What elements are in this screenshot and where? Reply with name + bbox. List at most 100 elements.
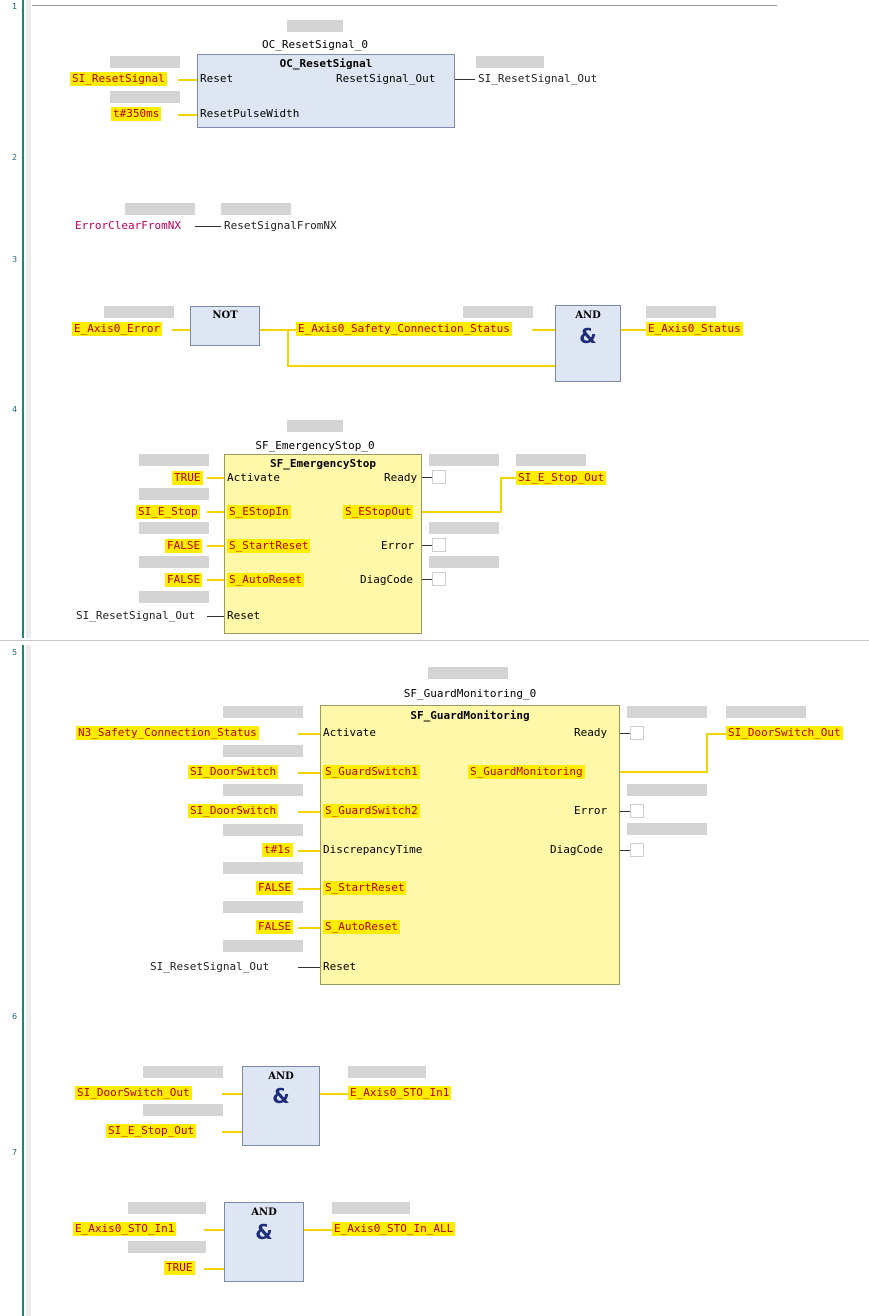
wire bbox=[207, 545, 224, 547]
wire bbox=[222, 1131, 242, 1133]
pin-activate: Activate bbox=[227, 471, 280, 484]
and-block[interactable] bbox=[224, 1202, 304, 1282]
rung-number-7: 7 bbox=[12, 1148, 18, 1157]
input-var-autoreset[interactable]: FALSE bbox=[165, 573, 203, 587]
function-block-oc-resetsignal[interactable] bbox=[197, 54, 455, 128]
wire bbox=[298, 888, 320, 890]
input-var-autoreset[interactable]: FALSE bbox=[256, 920, 294, 934]
input-var-startreset[interactable]: FALSE bbox=[165, 539, 203, 553]
wire bbox=[706, 733, 728, 735]
input-var-reset[interactable]: SI_ResetSignal_Out bbox=[150, 960, 270, 973]
pin-s-startreset: S_StartReset bbox=[323, 881, 407, 895]
var-comment bbox=[627, 784, 707, 796]
function-block-sf-guardmonitoring[interactable] bbox=[320, 705, 620, 985]
fb-instance-name[interactable]: SF_GuardMonitoring_0 bbox=[403, 687, 537, 700]
not-block[interactable] bbox=[190, 306, 260, 346]
and-symbol: & bbox=[579, 324, 597, 348]
input-var-doorswitch-1[interactable]: SI_DoorSwitch bbox=[188, 765, 279, 779]
pin-s-startreset: S_StartReset bbox=[227, 539, 311, 553]
output-var-sto-in1[interactable]: E_Axis0_STO_In1 bbox=[348, 1086, 452, 1100]
wire bbox=[207, 579, 224, 581]
input-var-true[interactable]: TRUE bbox=[164, 1261, 195, 1275]
fb-instance-name[interactable]: SF_EmergencyStop_0 bbox=[255, 439, 375, 452]
var-comment bbox=[223, 824, 303, 836]
input-var-activate[interactable]: TRUE bbox=[172, 471, 203, 485]
and-title: AND bbox=[251, 1207, 277, 1218]
wire bbox=[207, 477, 224, 479]
pin-ready: Ready bbox=[574, 726, 608, 739]
rung-number-5: 5 bbox=[12, 648, 18, 657]
fb-type-name: OC_ResetSignal bbox=[279, 57, 373, 70]
input-var-estop[interactable]: SI_E_Stop bbox=[136, 505, 200, 519]
output-empty-error[interactable] bbox=[630, 804, 644, 818]
input-var-doorswitch-out[interactable]: SI_DoorSwitch_Out bbox=[75, 1086, 192, 1100]
var-comment bbox=[125, 203, 195, 215]
input-var-startreset[interactable]: FALSE bbox=[256, 881, 294, 895]
and-block[interactable] bbox=[242, 1066, 320, 1146]
output-var-doorswitch-out[interactable]: SI_DoorSwitch_Out bbox=[726, 726, 843, 740]
and-symbol: & bbox=[272, 1084, 290, 1108]
input-var-reset[interactable]: SI_ResetSignal bbox=[70, 72, 167, 86]
input-var-pulse-width[interactable]: t#350ms bbox=[111, 107, 162, 121]
var-comment bbox=[332, 1202, 410, 1214]
var-comment bbox=[627, 706, 707, 718]
wire bbox=[304, 1229, 332, 1231]
wire bbox=[422, 477, 432, 478]
wire bbox=[204, 1268, 224, 1270]
var-comment bbox=[223, 745, 303, 757]
output-empty-ready[interactable] bbox=[432, 470, 446, 484]
input-var-discrepancy-time[interactable]: t#1s bbox=[262, 843, 293, 857]
input-var-reset[interactable]: SI_ResetSignal_Out bbox=[76, 609, 196, 622]
output-var-estop-out[interactable]: SI_E_Stop_Out bbox=[516, 471, 607, 485]
not-title: NOT bbox=[212, 310, 238, 321]
wire bbox=[178, 114, 197, 116]
dest-var[interactable]: ResetSignalFromNX bbox=[224, 219, 337, 232]
output-var-resetsignal-out[interactable]: SI_ResetSignal_Out bbox=[478, 72, 598, 85]
output-empty-ready[interactable] bbox=[630, 726, 644, 740]
var-comment bbox=[429, 522, 499, 534]
input-var-sto-in1[interactable]: E_Axis0_STO_In1 bbox=[73, 1222, 177, 1236]
output-empty-diagcode[interactable] bbox=[432, 572, 446, 586]
output-empty-error[interactable] bbox=[432, 538, 446, 552]
wire bbox=[422, 511, 502, 513]
wire bbox=[172, 329, 190, 331]
input-var-estop-out[interactable]: SI_E_Stop_Out bbox=[106, 1124, 197, 1138]
pin-reset: Reset bbox=[200, 72, 234, 85]
var-comment bbox=[627, 823, 707, 835]
left-rail-2 bbox=[26, 645, 31, 1316]
var-comment bbox=[516, 454, 586, 466]
fb-type-name: SF_GuardMonitoring bbox=[410, 709, 530, 722]
input-var-safety-connection[interactable]: E_Axis0_Safety_Connection_Status bbox=[296, 322, 512, 336]
and-symbol: & bbox=[255, 1220, 273, 1244]
and-title: AND bbox=[575, 310, 601, 321]
var-comment bbox=[139, 556, 209, 568]
left-rail-1 bbox=[26, 0, 31, 638]
pin-s-guardswitch1: S_GuardSwitch1 bbox=[323, 765, 420, 779]
var-comment bbox=[110, 91, 180, 103]
pin-resetsignal-out: ResetSignal_Out bbox=[336, 72, 436, 85]
output-var-sto-in-all[interactable]: E_Axis0_STO_In_ALL bbox=[332, 1222, 456, 1236]
and-block[interactable] bbox=[555, 305, 621, 382]
wire bbox=[298, 733, 320, 735]
wire bbox=[706, 733, 708, 773]
wire bbox=[320, 1093, 348, 1095]
input-var-axis-error[interactable]: E_Axis0_Error bbox=[72, 322, 163, 336]
output-empty-diagcode[interactable] bbox=[630, 843, 644, 857]
wire bbox=[620, 850, 630, 851]
rung-number-2: 2 bbox=[12, 153, 18, 162]
pin-s-guardswitch2: S_GuardSwitch2 bbox=[323, 804, 420, 818]
input-var-n3-safety-connection[interactable]: N3_Safety_Connection_Status bbox=[76, 726, 259, 740]
input-var-doorswitch-2[interactable]: SI_DoorSwitch bbox=[188, 804, 279, 818]
pin-diagcode: DiagCode bbox=[550, 843, 603, 856]
power-rail-1 bbox=[22, 0, 24, 638]
wire bbox=[178, 79, 197, 81]
var-comment bbox=[223, 862, 303, 874]
var-comment bbox=[143, 1104, 223, 1116]
wire bbox=[298, 772, 320, 774]
pin-diagcode: DiagCode bbox=[360, 573, 413, 586]
output-var-axis-status[interactable]: E_Axis0_Status bbox=[646, 322, 743, 336]
pin-discrepancy-time: DiscrepancyTime bbox=[323, 843, 423, 856]
var-comment bbox=[223, 706, 303, 718]
source-var[interactable]: ErrorClearFromNX bbox=[75, 219, 181, 232]
fb-instance-name[interactable]: OC_ResetSignal_0 bbox=[262, 38, 368, 51]
